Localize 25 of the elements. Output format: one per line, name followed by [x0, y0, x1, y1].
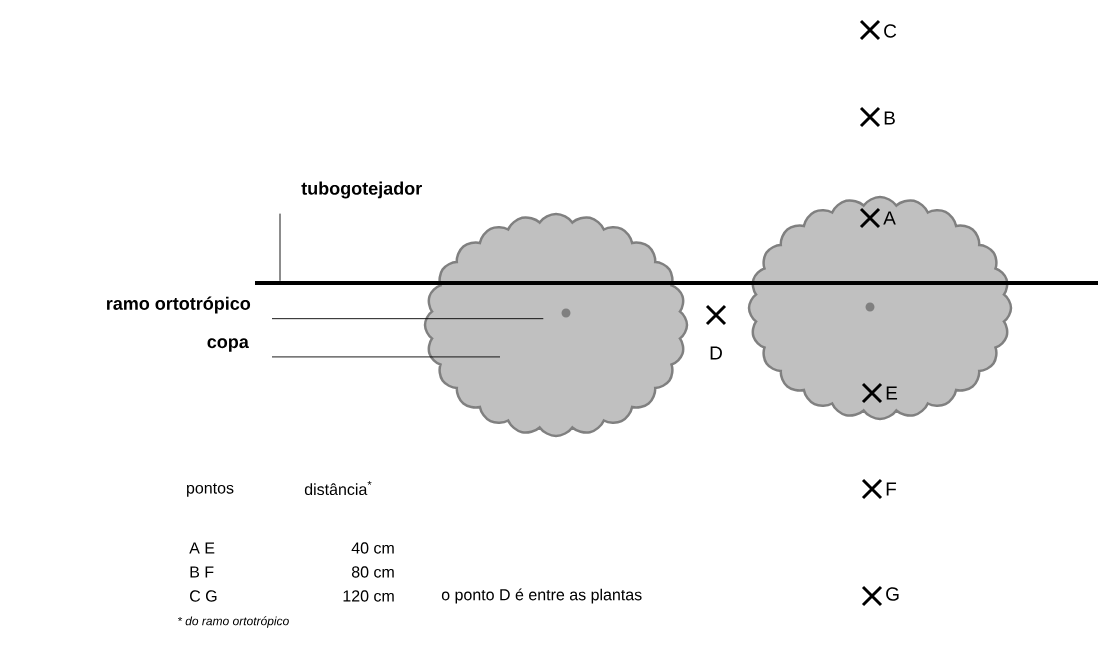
leader-line	[271, 318, 544, 320]
point-label: A	[883, 211, 896, 225]
table-text: distância$^{*}$	[304, 480, 372, 496]
footnote: * do ramo ortotrópico	[177, 616, 289, 628]
table-text: A E	[189, 542, 215, 554]
table-text: pontos	[187, 483, 234, 497]
leader-line	[279, 213, 281, 282]
canopy-cloud	[423, 212, 689, 438]
point-label: B	[884, 111, 895, 125]
leader-line	[271, 356, 501, 358]
table-text: o ponto D é entre as plantas	[441, 588, 642, 604]
point-label: E	[886, 386, 898, 400]
callout-label: tubogotejador	[301, 181, 422, 199]
table-text: 80 cm	[351, 566, 394, 578]
callout-label: ramo ortotrópico	[107, 296, 251, 314]
table-text: B F	[190, 566, 214, 578]
table-text: C G	[190, 590, 217, 602]
canopy-cloud	[747, 195, 1013, 421]
point-label: G	[886, 587, 899, 601]
point-label: D	[710, 346, 722, 360]
point-label: F	[886, 482, 897, 496]
table-text: 120 cm	[343, 590, 394, 602]
callout-label: copa	[207, 338, 249, 352]
point-label: C	[884, 24, 897, 38]
table-text: 40 cm	[351, 542, 394, 554]
